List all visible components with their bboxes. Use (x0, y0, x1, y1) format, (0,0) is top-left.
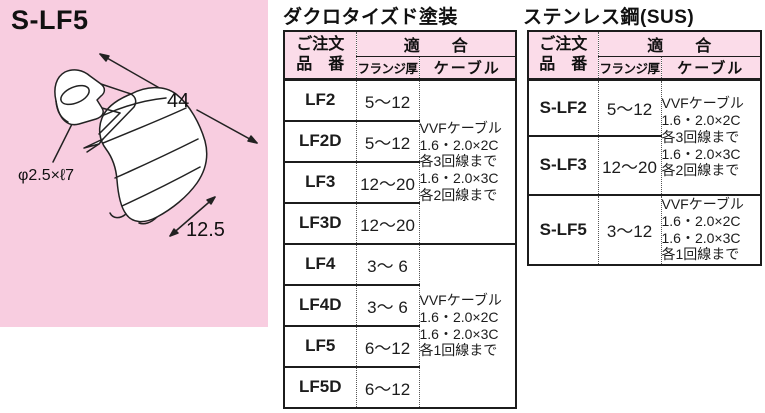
table-header-row: ご注文 品 番 適 合 (528, 31, 762, 81)
flange-value: 5〜12 (597, 78, 661, 136)
product-code: LF2D (284, 119, 356, 162)
flange-thickness-header: フランジ厚 (597, 56, 661, 81)
product-code: LF3D (284, 201, 356, 244)
table-row: S-LF3 12〜20 (528, 134, 761, 195)
product-code: LF5D (284, 365, 356, 408)
table1-dacrotized: ご注文 品 番 適 合 フランジ厚 ケーブル LF2 5〜12 VVFケーブル … (283, 30, 518, 409)
table-row: LF5 6〜12 (284, 324, 516, 367)
cable-spec: VVFケーブル 1.6・2.0×2C 1.6・2.0×3C 各1回線まで (418, 242, 517, 408)
dim-width-label: 12.5 (186, 219, 225, 241)
table-row: LF3D 12〜20 (284, 201, 516, 244)
dimension-line-12-5 (169, 196, 216, 237)
order-header-line2: 品 番 (296, 56, 345, 73)
product-panel: 44 12.5 φ2.5×ℓ7 S-LF5 (0, 0, 268, 327)
flange-value: 5〜12 (355, 119, 419, 162)
product-code: LF5 (284, 324, 356, 367)
table1-title: ダクロタイズド塗装 (283, 7, 458, 28)
table-row: S-LF2 5〜12 VVFケーブル 1.6・2.0×2C 各3回線まで 1.6… (528, 78, 762, 195)
part-technical-drawing: 44 12.5 φ2.5×ℓ7 (18, 53, 258, 241)
dim-length-label: 44 (167, 90, 189, 112)
flange-value: 3〜 6 (355, 242, 419, 285)
product-code: LF4 (284, 242, 356, 285)
flange-value: 12〜20 (355, 160, 419, 203)
cable-spec: VVFケーブル 1.6・2.0×2C 各3回線まで 1.6・2.0×3C 各2回… (660, 78, 762, 195)
dim-hole-label: φ2.5×ℓ7 (18, 167, 74, 184)
order-number-header: ご注文 品 番 (284, 31, 356, 81)
clip-tab-outline (55, 70, 131, 125)
flange-thickness-header: フランジ厚 (355, 56, 419, 81)
cable-spec: VVFケーブル 1.6・2.0×2C 1.6・2.0×3C 各1回線まで (660, 193, 762, 265)
cable-header: ケーブル (418, 56, 517, 81)
table2-stainless: ご注文 品 番 適 合 フランジ厚 ケーブル S-LF2 5〜12 VVFケーブ… (527, 30, 763, 266)
order-header-line2: 品 番 (539, 56, 588, 73)
table-row: LF3 12〜20 (284, 160, 516, 203)
clip-neck-and-hook (84, 94, 136, 152)
product-code: LF3 (284, 160, 356, 203)
flange-value: 3〜12 (597, 193, 661, 265)
product-code: S-LF2 (528, 78, 598, 136)
flange-value: 12〜20 (597, 134, 661, 195)
flange-value: 6〜12 (355, 365, 419, 408)
product-code: LF4D (284, 283, 356, 326)
product-code: LF2 (284, 78, 356, 121)
product-code: S-LF3 (528, 134, 598, 195)
dimension-line-44 (99, 53, 258, 144)
table-header-row: ご注文 品 番 適 合 (284, 31, 517, 81)
table-row: S-LF5 3〜12 VVFケーブル 1.6・2.0×2C 1.6・2.0×3C… (528, 193, 762, 265)
cable-spec: VVFケーブル 1.6・2.0×2C 各3回線まで 1.6・2.0×3C 各2回… (418, 78, 517, 244)
flange-value: 5〜12 (355, 78, 419, 121)
fit-header: 適 合 (597, 31, 762, 57)
table-row: LF4D 3〜 6 (284, 283, 516, 326)
table-row: LF2D 5〜12 (284, 119, 516, 162)
order-header-line1: ご注文 (539, 36, 588, 53)
order-number-header: ご注文 品 番 (528, 31, 598, 81)
table-row: LF4 3〜 6 VVFケーブル 1.6・2.0×2C 1.6・2.0×3C 各… (284, 242, 517, 408)
cable-header: ケーブル (660, 56, 762, 81)
flange-value: 12〜20 (355, 201, 419, 244)
product-code: S-LF5 (528, 193, 598, 265)
flange-value: 6〜12 (355, 324, 419, 367)
table-subheader-row: フランジ厚 ケーブル (528, 56, 762, 81)
table2-title: ステンレス鋼(SUS) (523, 7, 695, 28)
table-subheader-row: フランジ厚 ケーブル (284, 56, 517, 81)
fit-header: 適 合 (355, 31, 517, 57)
part-number-title: S-LF5 (11, 5, 89, 35)
table-row: LF2 5〜12 VVFケーブル 1.6・2.0×2C 各3回線まで 1.6・2… (284, 78, 517, 244)
table-row: LF5D 6〜12 (284, 365, 516, 408)
flange-value: 3〜 6 (355, 283, 419, 326)
order-header-line1: ご注文 (296, 36, 345, 53)
clip-body-outline (100, 88, 207, 224)
